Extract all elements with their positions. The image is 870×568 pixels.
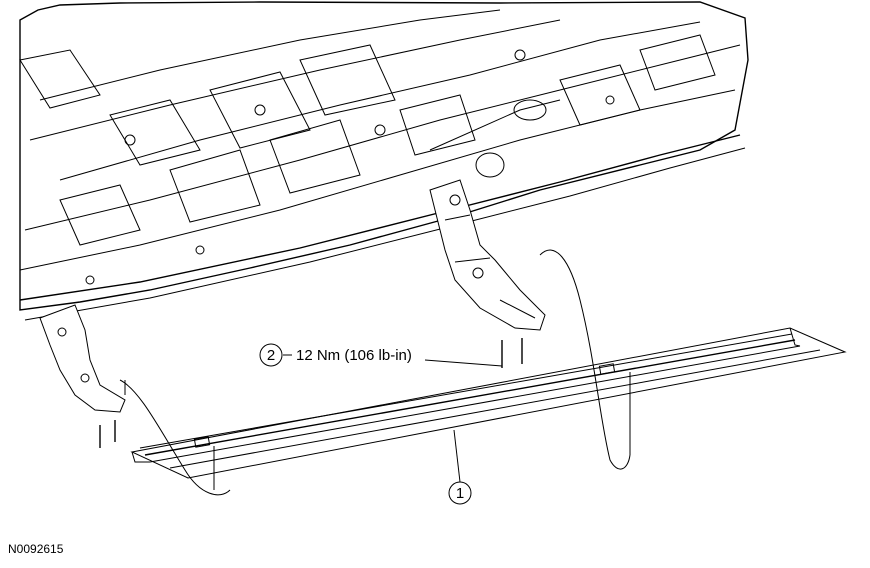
callout-1-leader <box>453 429 461 483</box>
callout-1-number: 1 <box>456 485 464 502</box>
callout-2: 2 12 Nm (106 lb-in) <box>259 343 503 367</box>
callout-2-leader <box>424 359 503 367</box>
vehicle-underbody <box>19 1 749 321</box>
callout-2-torque-spec: 12 Nm (106 lb-in) <box>296 347 412 364</box>
figure-id: N0092615 <box>8 542 64 556</box>
running-board <box>130 327 847 479</box>
front-mounting-bracket <box>39 304 126 448</box>
callout-1-circle <box>448 481 472 505</box>
callout-1: 1 <box>448 429 472 505</box>
callout-2-number: 2 <box>267 347 275 364</box>
rear-mounting-bracket <box>429 179 546 368</box>
callout-2-circle <box>259 343 283 367</box>
alignment-guide-lines <box>119 249 631 496</box>
